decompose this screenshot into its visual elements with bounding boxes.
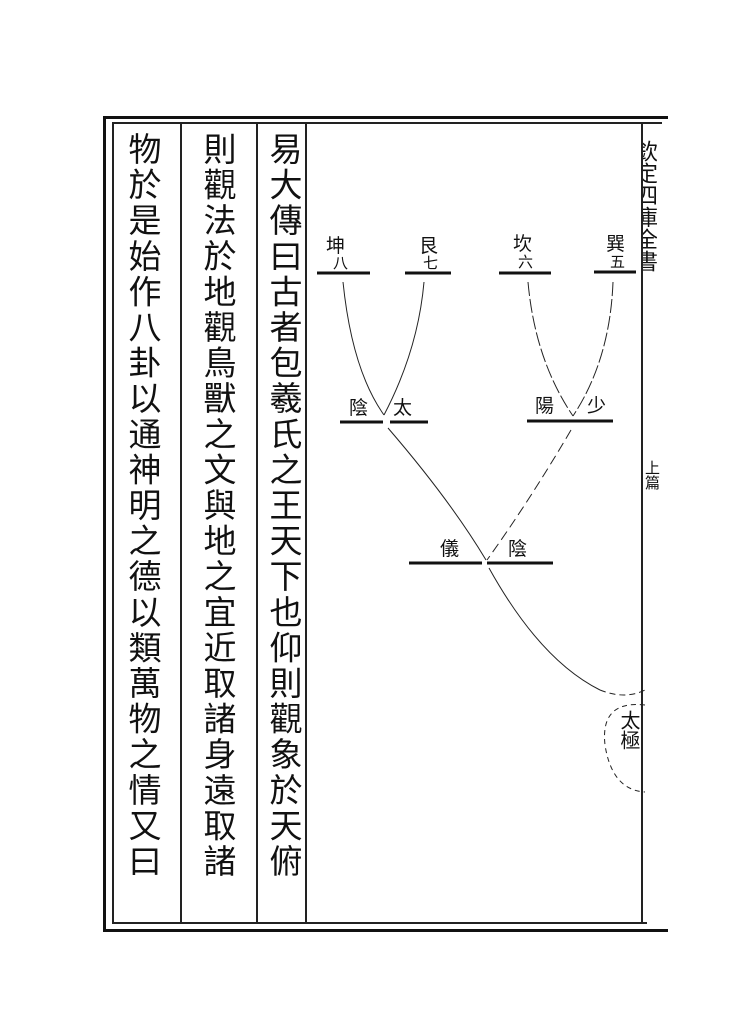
- label-yi: 儀: [440, 538, 460, 560]
- border-line: [112, 122, 662, 124]
- text-column-3: 物於是始作八卦以通神明之德以類萬物之情又曰: [123, 132, 162, 880]
- branch-line: [486, 429, 572, 561]
- label-shao: 少: [587, 395, 607, 417]
- trigram-kan-number: 六: [518, 253, 534, 271]
- root-label-taiji: 太極: [620, 710, 641, 750]
- column-divider: [256, 124, 258, 922]
- border-line: [112, 922, 647, 924]
- margin-book-title: 欽定四庫全書: [643, 140, 657, 272]
- label-yang-shaoyang: 陽: [535, 395, 555, 417]
- label-yin-taiyin: 陰: [349, 397, 369, 419]
- trigram-xun: 巽: [606, 233, 626, 255]
- column-divider: [305, 124, 307, 922]
- trigram-gen-number: 七: [423, 254, 439, 272]
- trigram-kun: 坤: [326, 235, 346, 257]
- column-divider: [180, 124, 182, 922]
- branch-line: [342, 281, 385, 416]
- branch-line: [383, 281, 425, 416]
- text-column-1: 易大傳曰古者包羲氏之王天下也仰則觀象於天俯: [264, 132, 303, 880]
- margin-section: 上篇: [644, 460, 660, 490]
- page-border: [103, 116, 668, 932]
- trigram-kun-number: 八: [333, 254, 349, 272]
- label-tai: 太: [393, 397, 413, 419]
- branch-line: [527, 281, 574, 417]
- margin-divider: [641, 124, 643, 922]
- branch-line: [599, 689, 646, 696]
- trigram-gen: 艮: [419, 235, 439, 257]
- root-circle: [604, 704, 646, 793]
- branch-line: [387, 427, 487, 561]
- trigram-kan: 坎: [513, 233, 533, 255]
- branch-line: [488, 567, 601, 691]
- border-line: [112, 122, 114, 922]
- branch-line: [572, 281, 614, 417]
- trigram-xun-number: 五: [610, 253, 626, 271]
- label-yin: 陰: [508, 538, 528, 560]
- text-column-2: 則觀法於地觀鳥獸之文與地之宜近取諸身遠取諸: [198, 132, 237, 880]
